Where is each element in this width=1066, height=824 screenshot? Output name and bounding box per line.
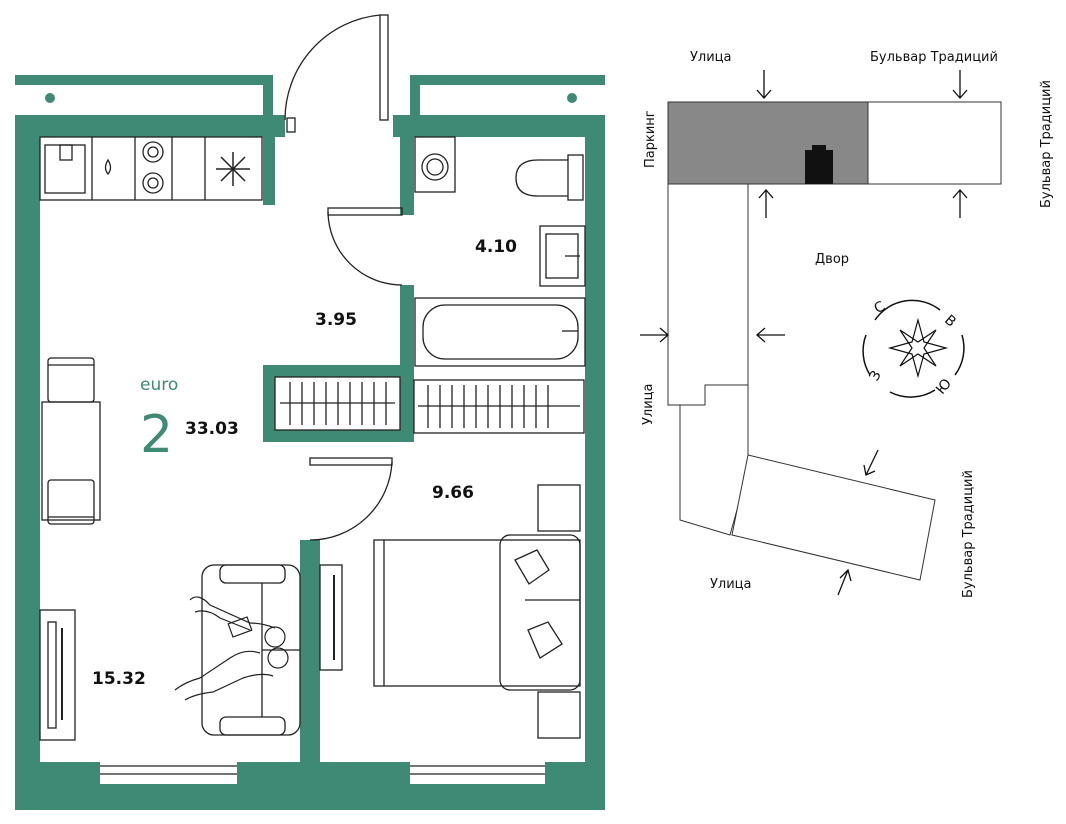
area-bathroom: 4.10 — [475, 237, 517, 257]
wardrobe-hall — [274, 376, 401, 431]
toilet — [515, 154, 584, 201]
area-kitchen-living: 15.32 — [92, 669, 146, 689]
tv-unit — [39, 609, 76, 741]
people-illustration — [174, 596, 289, 701]
compass: С В Ю З — [862, 298, 965, 398]
bathroom-door — [327, 207, 403, 286]
label-street-bottom: Улица — [710, 577, 752, 592]
windows — [45, 93, 577, 784]
total-area: 33.03 — [185, 419, 239, 439]
bathtub — [414, 297, 586, 367]
compass-south: Ю — [933, 376, 955, 398]
building-section-highlighted — [667, 101, 869, 185]
bedroom-tv — [319, 564, 343, 671]
entrance-door — [284, 14, 389, 133]
sofa — [201, 564, 301, 736]
compass-north: С — [872, 298, 889, 317]
interior-walls — [263, 137, 414, 762]
label-boulevard-right-bottom: Бульвар Традиций — [961, 470, 976, 598]
wardrobe-bedroom — [413, 379, 585, 434]
apartment-location-marker — [805, 150, 833, 184]
entrance-arrows — [640, 70, 968, 596]
label-street-top: Улица — [690, 50, 732, 65]
label-yard: Двор — [815, 252, 849, 267]
label-parking: Паркинг — [643, 110, 658, 168]
kitchen-counter — [39, 136, 263, 201]
label-boulevard-top: Бульвар Традиций — [870, 50, 998, 65]
label-boulevard-right-top: Бульвар Традиций — [1039, 80, 1054, 208]
label-street-left: Улица — [641, 384, 656, 426]
bedroom-door — [309, 457, 393, 541]
compass-west: З — [866, 368, 884, 384]
building-section-east — [867, 101, 1002, 185]
bathroom-sink — [539, 225, 586, 287]
compass-east: В — [941, 312, 959, 330]
building-section-south — [731, 454, 936, 581]
bed — [373, 534, 581, 691]
exterior-walls — [15, 75, 605, 810]
site-plan: Улица Бульвар Традиций Бульвар Традиций … — [640, 50, 1054, 598]
area-hall: 3.95 — [315, 310, 357, 330]
area-bedroom: 9.66 — [432, 483, 474, 503]
apartment-type-label: euro — [140, 375, 178, 395]
compass-star-icon — [887, 317, 949, 379]
rooms-count: 2 — [140, 405, 173, 465]
washing-machine — [414, 136, 456, 193]
nightstands — [537, 484, 581, 739]
snowflake-icon — [216, 152, 250, 186]
dining-set — [41, 357, 101, 525]
building-section-west — [667, 183, 749, 406]
